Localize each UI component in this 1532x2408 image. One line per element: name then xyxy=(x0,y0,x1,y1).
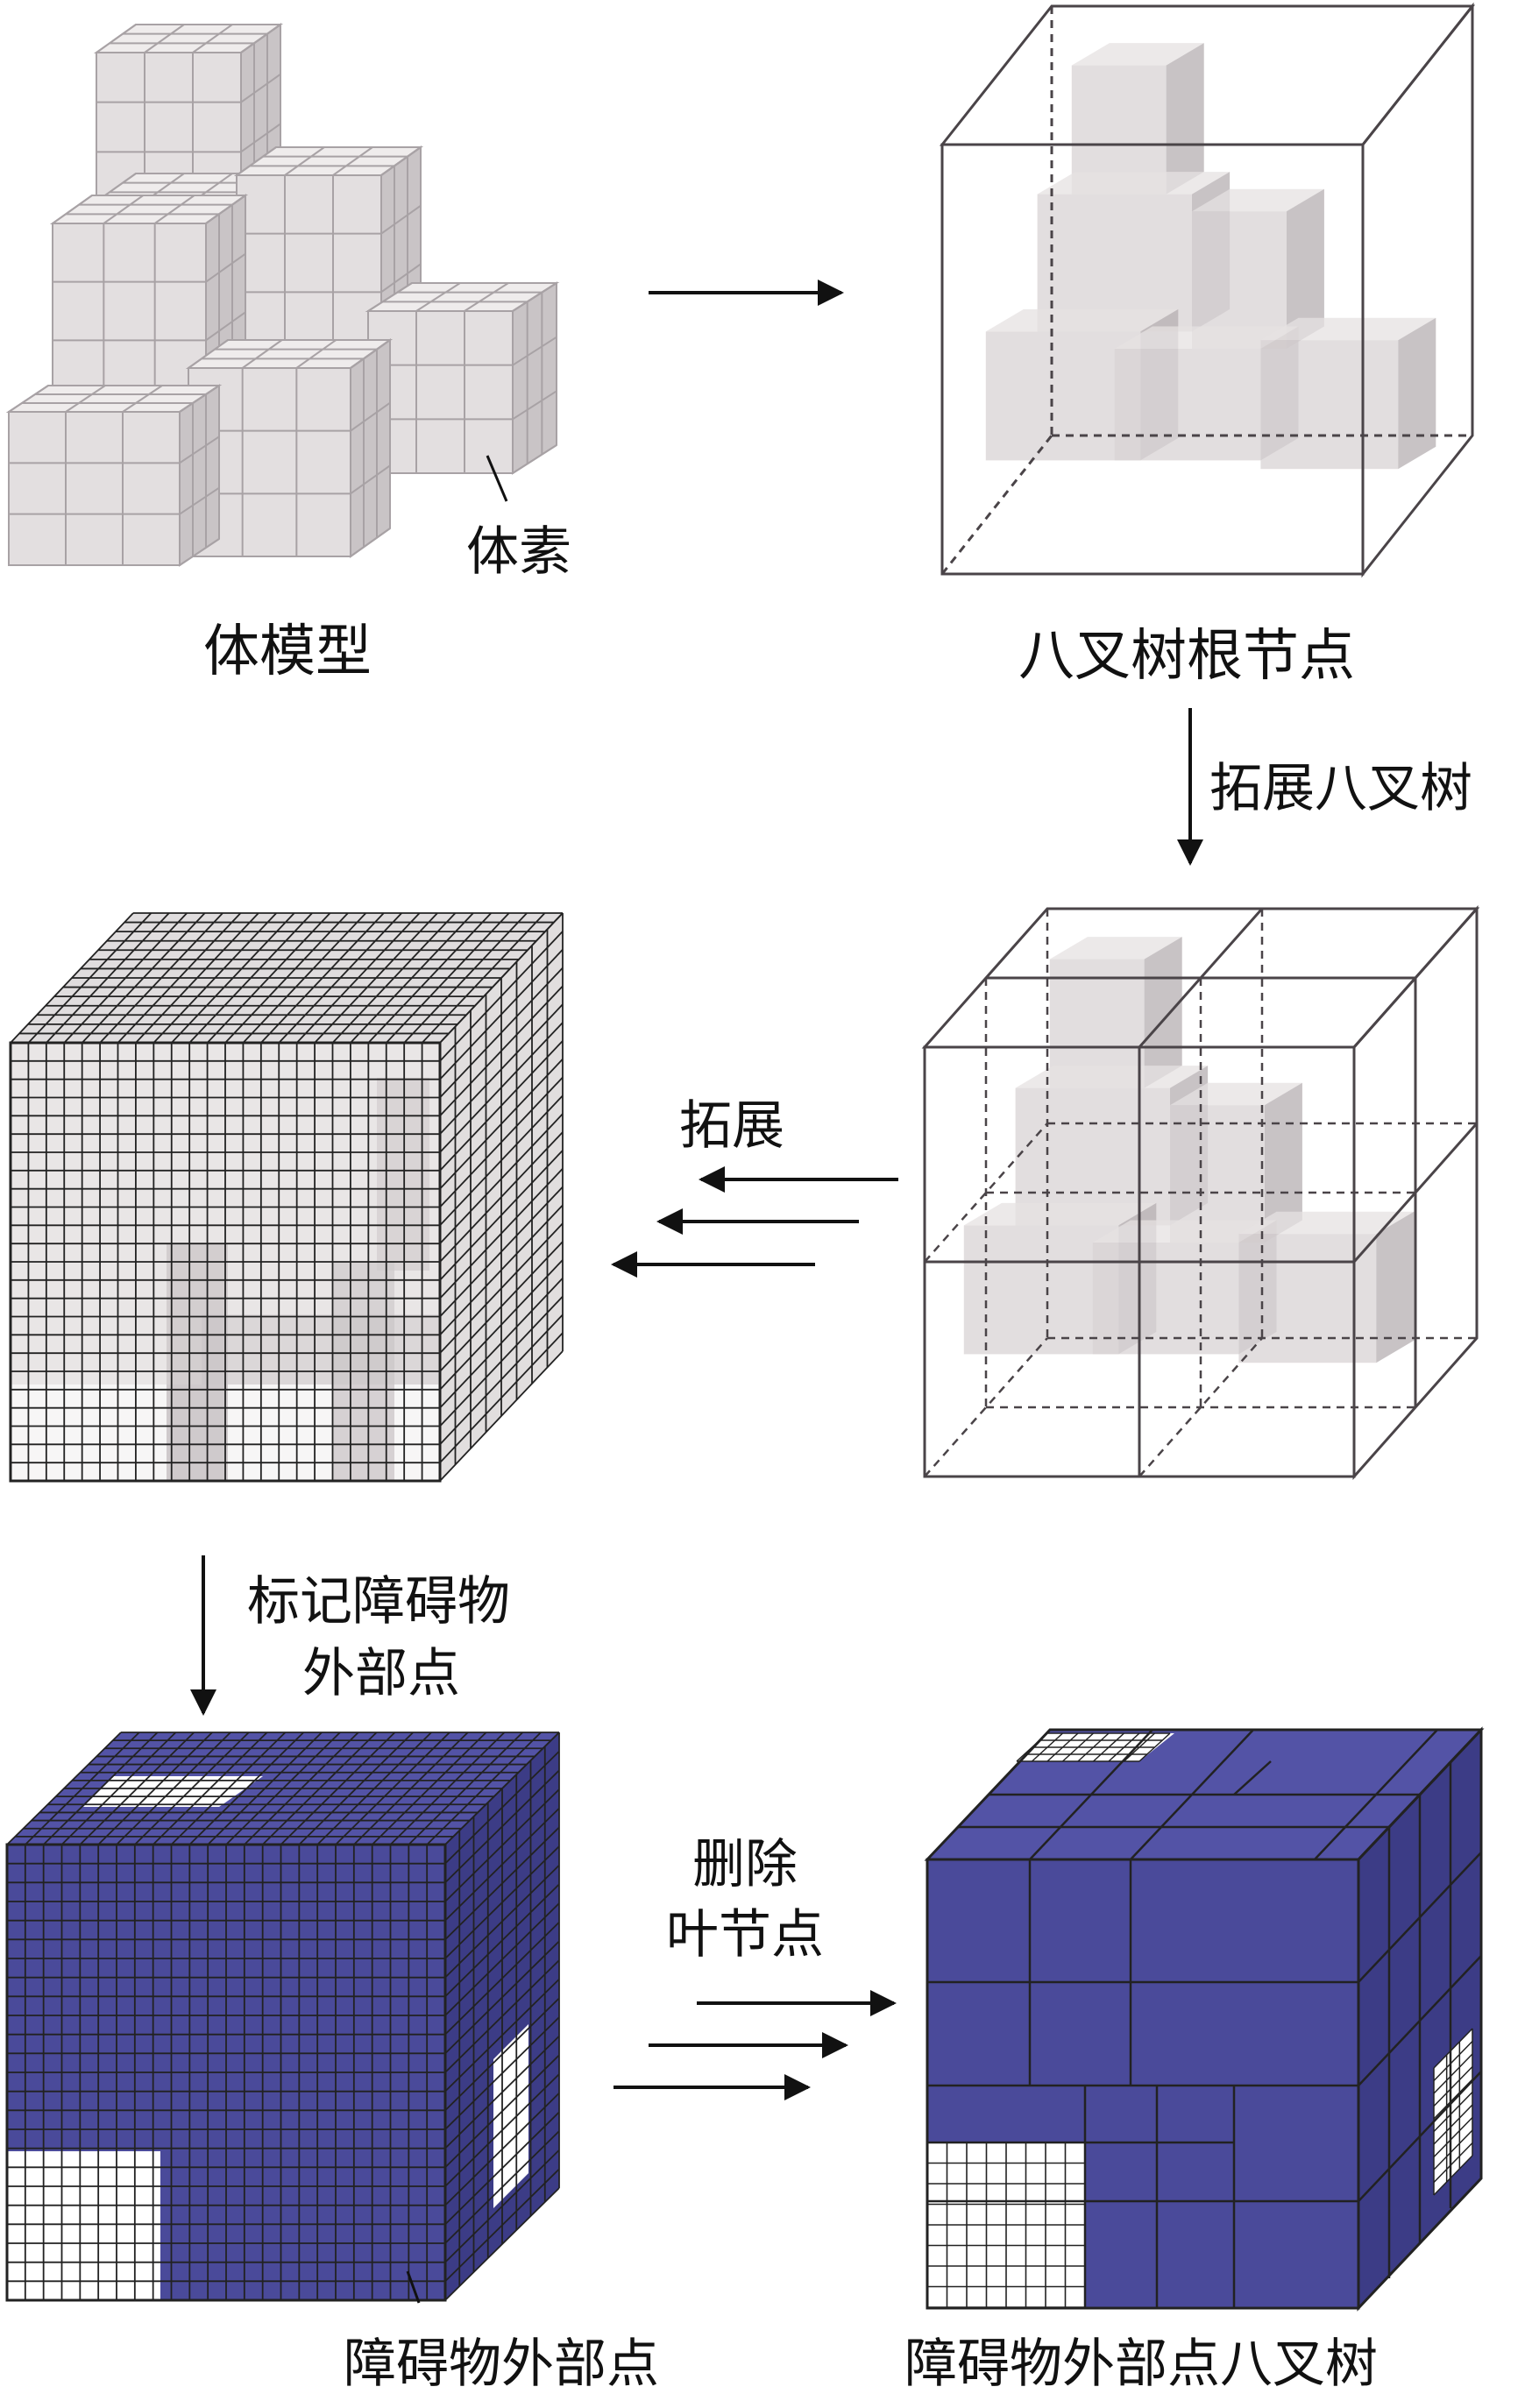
voxel-block-left-mid xyxy=(49,194,249,400)
label-octree-root: 八叉树根节点 xyxy=(1018,624,1355,689)
voxel-block-right xyxy=(365,281,560,475)
outer-point-pointer-line xyxy=(406,2270,421,2304)
voxel-block-left-bottom xyxy=(5,384,223,567)
label-volume-model: 体模型 xyxy=(203,620,372,684)
label-expand: 拓展 xyxy=(679,1095,784,1157)
unmarked-leaf-patch xyxy=(926,2142,1086,2308)
labels: 体素 体模型 八叉树根节点 拓展八叉树 拓展 标记障碍物 外部点 删除 叶节点 … xyxy=(203,521,1472,2395)
unmarked-side-patch xyxy=(1433,2028,1473,2196)
voxel-block-center-bottom xyxy=(185,338,394,558)
label-outer-octree: 障碍物外部点八叉树 xyxy=(904,2334,1378,2395)
octree-root-figure xyxy=(939,2,1476,578)
label-outer-points: 障碍物外部点 xyxy=(344,2334,659,2395)
label-expand-octree: 拓展八叉树 xyxy=(1209,758,1472,819)
label-mark-line1: 标记障碍物 xyxy=(247,1571,510,1632)
voxel-pointer-line xyxy=(486,455,508,502)
outer-octree-figure xyxy=(924,1726,1485,2312)
octree-level1-figure xyxy=(921,905,1480,1480)
label-voxel: 体素 xyxy=(466,521,571,583)
label-delete-line2: 叶节点 xyxy=(666,1904,824,1965)
label-delete-line1: 删除 xyxy=(692,1834,798,1895)
flow-arrows xyxy=(190,280,1203,2304)
volume-model-figure xyxy=(5,23,560,567)
label-mark-line2: 外部点 xyxy=(302,1643,460,1704)
octree-expanded-figure xyxy=(9,912,564,1483)
unmarked-top-patch xyxy=(1016,1732,1174,1762)
outer-points-figure xyxy=(5,1732,560,2302)
